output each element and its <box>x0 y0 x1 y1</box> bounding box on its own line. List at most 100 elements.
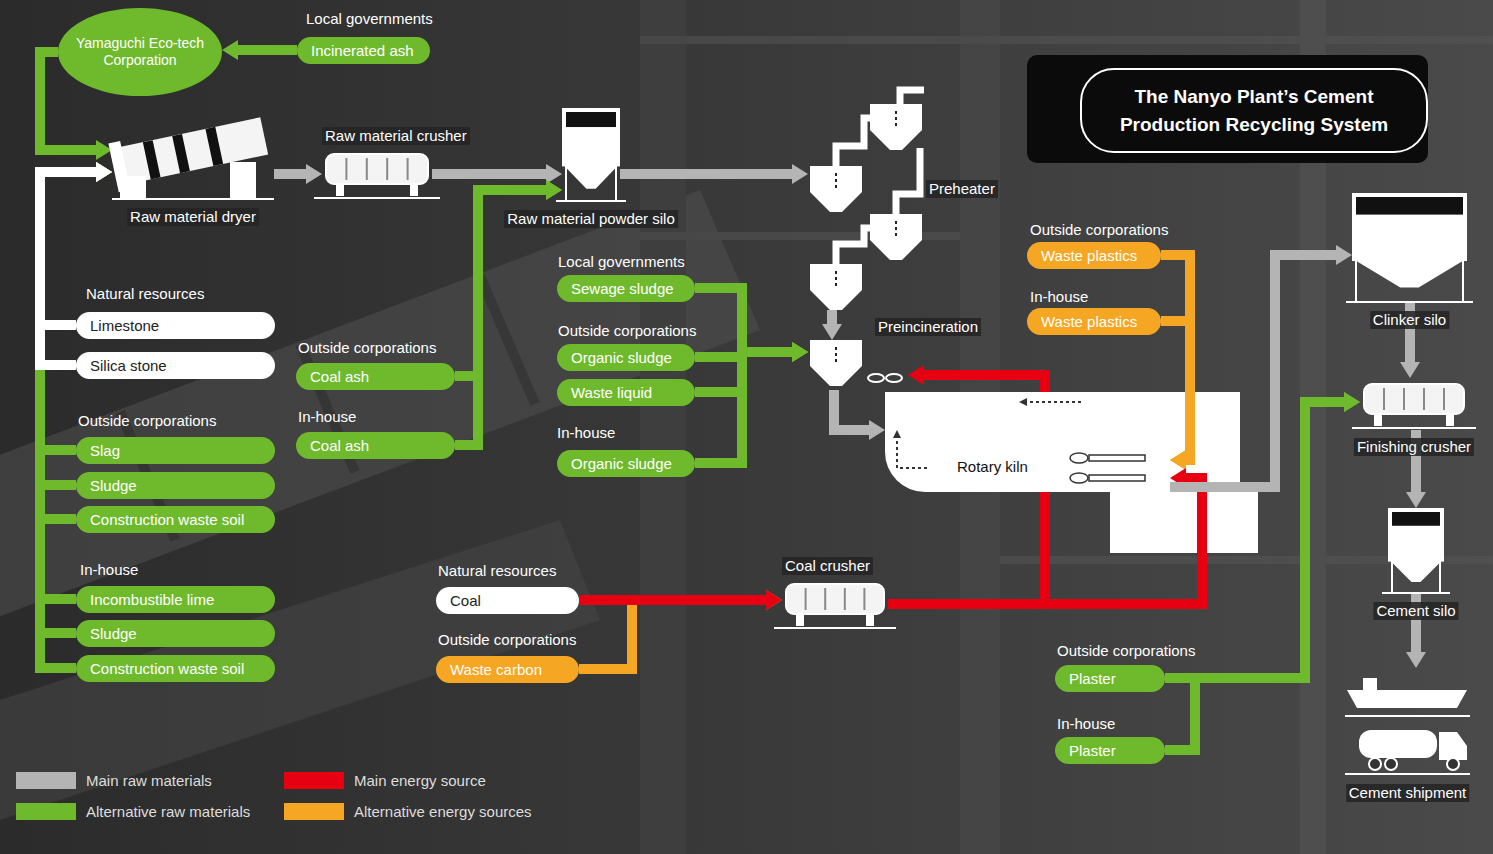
flow-connector <box>834 390 869 430</box>
flow-connector <box>1165 402 1344 750</box>
equipment-art <box>1388 508 1444 594</box>
node-label: Organic sludge <box>571 349 672 366</box>
equipment-art <box>885 392 1170 492</box>
flow-connector <box>238 45 297 55</box>
material-pill: Coal ash <box>296 432 455 459</box>
legend-text: Main raw materials <box>86 772 212 789</box>
legend-swatch <box>284 772 344 789</box>
equipment-art <box>112 112 274 200</box>
crusher-leg <box>796 614 804 626</box>
tower-photo <box>640 0 686 854</box>
flow-connector <box>40 172 96 325</box>
beam-photo <box>640 40 1493 560</box>
title-panel <box>1027 55 1428 163</box>
truck-wheel <box>1369 758 1381 770</box>
gas-flow-head <box>1019 398 1027 406</box>
flow-connector <box>579 600 766 669</box>
clinker-cooler <box>1110 490 1258 553</box>
equipment: Finishing crusher <box>1360 378 1468 430</box>
group-heading: In-house <box>1030 288 1088 306</box>
material-pill: Sludge <box>76 472 275 499</box>
group-heading: Natural resources <box>438 562 556 580</box>
material-pill: Plaster <box>1055 665 1165 692</box>
node-label: Finishing crusher <box>1354 438 1474 456</box>
group-heading: Outside corporations <box>1030 221 1168 239</box>
cyclone-cone <box>870 240 922 260</box>
node-label: Coal ash <box>310 437 369 454</box>
material-pill: Slag <box>76 437 275 464</box>
floor-line <box>1382 592 1450 594</box>
floor-line <box>112 198 274 200</box>
node-label: Raw material powder silo <box>504 210 678 228</box>
dryer-support <box>230 162 256 198</box>
node-label: Clinker silo <box>1370 311 1449 329</box>
group-heading: In-house <box>557 424 615 442</box>
resource-pill: Silica stone <box>76 352 275 379</box>
material-pill: Organic sludge <box>557 450 695 477</box>
equipment: Preincineration <box>808 340 908 390</box>
silo-body <box>1389 509 1443 561</box>
resource-pill: Coal <box>436 587 579 614</box>
burner-flame <box>1070 453 1088 463</box>
rotary-kiln: Rotary kiln <box>885 392 1170 492</box>
gas-flow-arrow <box>895 110 897 126</box>
node-label: Construction waste soil <box>90 511 244 528</box>
cyclone-body <box>810 340 862 366</box>
floor-line <box>774 627 896 629</box>
node-label: Coal ash <box>310 368 369 385</box>
cyclone-cone <box>810 366 862 386</box>
crusher-rib <box>407 158 409 180</box>
node-label: Waste liquid <box>571 384 652 401</box>
group-heading: In-house <box>298 408 356 426</box>
silo-leg <box>1355 259 1357 301</box>
equipment: Cement shipment <box>1345 668 1470 776</box>
gas-flow-arrow <box>897 438 927 468</box>
node-label: Sludge <box>90 625 137 642</box>
crusher-rib <box>386 158 388 180</box>
node-label: Yamaguchi Eco-tech Corporation <box>70 35 210 69</box>
material-pill: Incombustible lime <box>76 586 275 613</box>
node-label: Plaster <box>1069 670 1116 687</box>
drum-band <box>172 134 190 173</box>
flow-connector <box>40 172 96 450</box>
gas-flow-arrow <box>835 346 837 362</box>
burner-flame <box>1070 473 1088 483</box>
legend-text: Alternative energy sources <box>354 803 532 820</box>
silo-top <box>1356 197 1463 215</box>
node-label: Silica stone <box>90 357 167 374</box>
crusher-rib <box>1423 388 1425 410</box>
material-pill: Coal ash <box>296 363 455 390</box>
crusher-leg <box>1446 414 1454 426</box>
crusher-body <box>1364 384 1464 414</box>
silo-funnel <box>1353 259 1466 288</box>
material-pill: Plaster <box>1055 737 1165 764</box>
energy-pill: Waste plastics <box>1027 242 1161 269</box>
node-label: Slag <box>90 442 120 459</box>
road-line <box>1345 773 1470 775</box>
cyclone-cone <box>870 130 922 150</box>
crusher-rib <box>366 158 368 180</box>
silo-body <box>563 109 619 165</box>
cyclone-body <box>870 104 922 130</box>
drum-band <box>205 127 223 166</box>
flow-connector <box>888 478 1202 604</box>
crusher-rib <box>863 588 865 610</box>
node-label: Raw material crusher <box>322 127 470 145</box>
silo-leg <box>565 164 567 200</box>
legend-swatch <box>16 803 76 820</box>
diagram-title: The Nanyo Plant’s Cement Production Recy… <box>1106 83 1402 138</box>
material-pill: Organic sludge <box>557 344 695 371</box>
cyclone-cone <box>810 290 862 310</box>
group-heading: In-house <box>1057 715 1115 733</box>
node-label: Construction waste soil <box>90 660 244 677</box>
node-label: Preheater <box>926 180 998 198</box>
burner-lance <box>1089 475 1145 481</box>
burner-symbol <box>886 374 902 382</box>
ship-hull <box>1347 690 1467 708</box>
flow-connector <box>40 172 96 599</box>
silo-body <box>1353 194 1466 260</box>
burner-symbol <box>868 374 884 382</box>
silo-funnel <box>1389 560 1443 582</box>
cyclone-body <box>870 214 922 240</box>
title-box: The Nanyo Plant’s Cement Production Recy… <box>1080 68 1428 153</box>
